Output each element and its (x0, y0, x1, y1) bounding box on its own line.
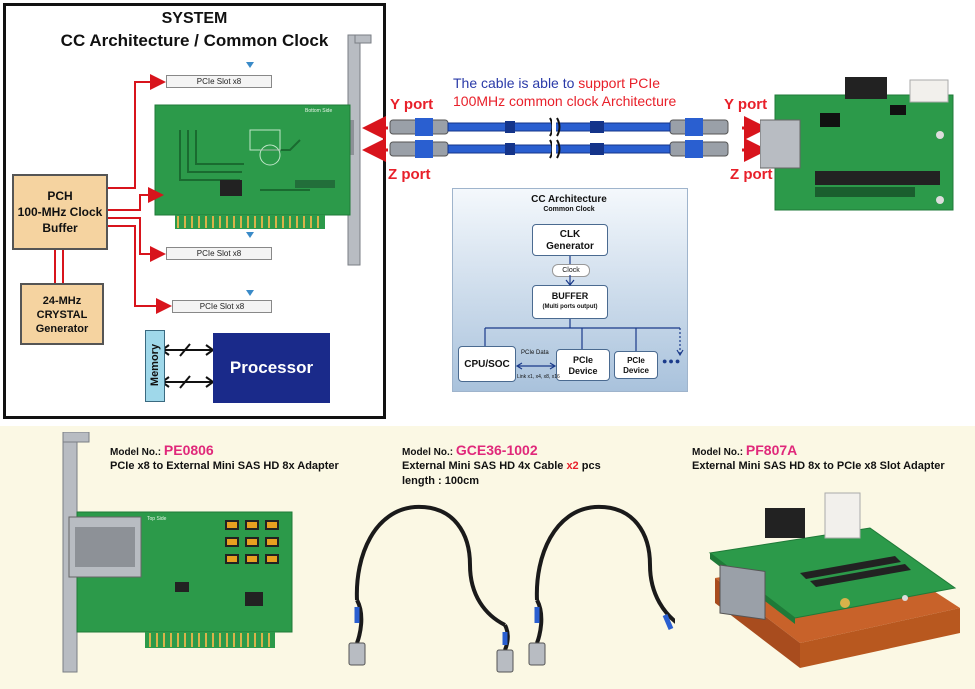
clk-generator-box: CLK Generator (532, 224, 608, 256)
pf807a-board-top (760, 77, 954, 211)
cc-diagram-subtitle: Common Clock (543, 206, 595, 213)
product-model: Model No.: PE0806 (110, 442, 214, 458)
product-description: External Mini SAS HD 8x to PCIe x8 Slot … (692, 460, 945, 472)
pch-clock-buffer: PCH 100-MHz Clock Buffer (12, 174, 108, 250)
z-port-label-right: Z port (730, 166, 773, 183)
product-description: External Mini SAS HD 4x Cable x2 pcs (402, 459, 601, 473)
more-devices-ellipsis: ●●● (662, 356, 682, 366)
system-title: SYSTEM (161, 10, 228, 27)
pcie-slot: PCIe Slot x8 (166, 247, 272, 260)
crystal-label: CRYSTAL (36, 309, 88, 321)
clk-generator-label: CLK (559, 229, 581, 240)
product-length: length : 100cm (402, 475, 480, 487)
desc-text: pcs (578, 460, 601, 472)
board-side-label: Top Side (147, 516, 167, 522)
clock-label: Clock (552, 264, 590, 277)
z-port-label-left: Z port (388, 166, 431, 183)
pcie-device-box: PCIe Device (556, 349, 610, 381)
memory-label: Memory (149, 343, 161, 387)
pcie-device-label: PCIe (627, 356, 645, 365)
cc-diagram-lines (484, 256, 684, 370)
desc-quantity: x2 (566, 460, 579, 472)
pch-label: Buffer (42, 221, 78, 235)
pcie-device-label: Device (623, 366, 649, 375)
model-prefix: Model No.: (110, 447, 162, 458)
cable-note-highlight: support PCIe (578, 75, 661, 91)
cable-note-line2: 100MHz common clock Architecture (453, 93, 677, 109)
pcie-device-box: PCIe Device (614, 351, 658, 379)
pcie-slot: PCIe Slot x8 (166, 75, 272, 88)
pch-label: PCH (47, 189, 73, 203)
model-number: GCE36-1002 (455, 442, 538, 458)
buffer-sublabel: (Multi ports output) (542, 304, 598, 310)
model-prefix: Model No.: (402, 447, 454, 458)
processor-block: Processor (213, 333, 330, 403)
model-number: PE0806 (163, 442, 214, 458)
product-model: Model No.: PF807A (692, 442, 797, 458)
board-side-label: Bottom Side (305, 108, 332, 114)
crystal-generator: 24-MHz CRYSTAL Generator (20, 283, 104, 345)
desc-text: External Mini SAS HD 4x Cable (402, 460, 567, 472)
y-port-label-right: Y port (724, 96, 768, 113)
pcie-device-label: PCIe (572, 355, 593, 365)
pcie-slot: PCIe Slot x8 (172, 300, 272, 313)
pch-label: 100-MHz Clock (17, 205, 103, 219)
model-prefix: Model No.: (692, 447, 744, 458)
memory-block: Memory (145, 330, 165, 402)
clk-generator-label: Generator (546, 241, 594, 252)
cable-pair-image (389, 117, 729, 159)
product-description: PCIe x8 to External Mini SAS HD 8x Adapt… (110, 460, 339, 472)
y-port-label-left: Y port (390, 96, 434, 113)
model-number: PF807A (745, 442, 798, 458)
pf807a-product-image (708, 492, 960, 668)
pcie-data-label: PCIe Data (521, 350, 549, 356)
link-width-note: Link x1, x4, x8, x16 (517, 374, 560, 380)
buffer-label: BUFFER (551, 291, 589, 301)
pe0806-board-image: Top Side (62, 432, 293, 673)
pcie-device-label: Device (568, 366, 598, 376)
cable-note: The cable is able to support PCIe (453, 74, 753, 93)
cpu-soc-box: CPU/SOC (458, 346, 516, 382)
gce36-cable-image (348, 504, 675, 673)
system-subtitle: CC Architecture / Common Clock (60, 31, 329, 50)
crystal-label: Generator (35, 323, 89, 335)
cable-note-text: The cable is able to (453, 75, 579, 91)
pe0806-board-rear: Bottom Side (154, 34, 372, 266)
crystal-label: 24-MHz (42, 295, 82, 307)
cc-diagram-title: CC Architecture (531, 194, 607, 205)
product-model: Model No.: GCE36-1002 (402, 442, 538, 458)
